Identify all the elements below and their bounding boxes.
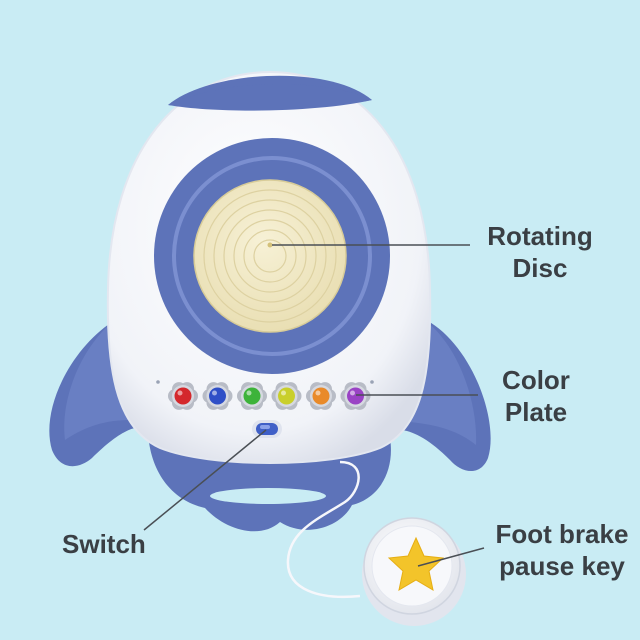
rotating-disc[interactable] (193, 179, 347, 333)
foot-brake-label: Foot brake pause key (484, 518, 640, 582)
indicator-dot (156, 380, 160, 384)
color-plate-label: Color Plate (478, 364, 594, 428)
color-plate-label-line2: Plate (504, 397, 568, 427)
leader-line-foot-brake (417, 547, 485, 567)
foot-brake-label-line1: Foot brake (495, 519, 629, 549)
purple-color-button[interactable] (340, 382, 371, 410)
green-color-button[interactable] (237, 382, 267, 410)
rotating-disc-label-line1: Rotating (487, 221, 593, 251)
switch-label: Switch (62, 528, 162, 560)
color-plate (168, 382, 371, 410)
blue-color-button[interactable] (202, 382, 233, 410)
switch-label-text: Switch (62, 529, 146, 559)
foot-brake-pause-key[interactable] (362, 517, 466, 626)
leader-line-switch (143, 429, 267, 531)
pedal-cable (286, 460, 361, 599)
indicator-dot (370, 380, 374, 384)
rotating-disc-label: Rotating Disc (470, 220, 610, 284)
star-icon (387, 536, 445, 592)
red-color-button[interactable] (168, 382, 198, 410)
rotating-disc-label-line2: Disc (512, 253, 568, 283)
orange-color-button[interactable] (306, 382, 336, 410)
power-switch[interactable] (252, 420, 282, 438)
exhaust-slot (210, 488, 326, 504)
color-plate-label-line1: Color (502, 365, 570, 395)
foot-brake-label-line2: pause key (499, 551, 625, 581)
yellow-color-button[interactable] (271, 382, 302, 410)
